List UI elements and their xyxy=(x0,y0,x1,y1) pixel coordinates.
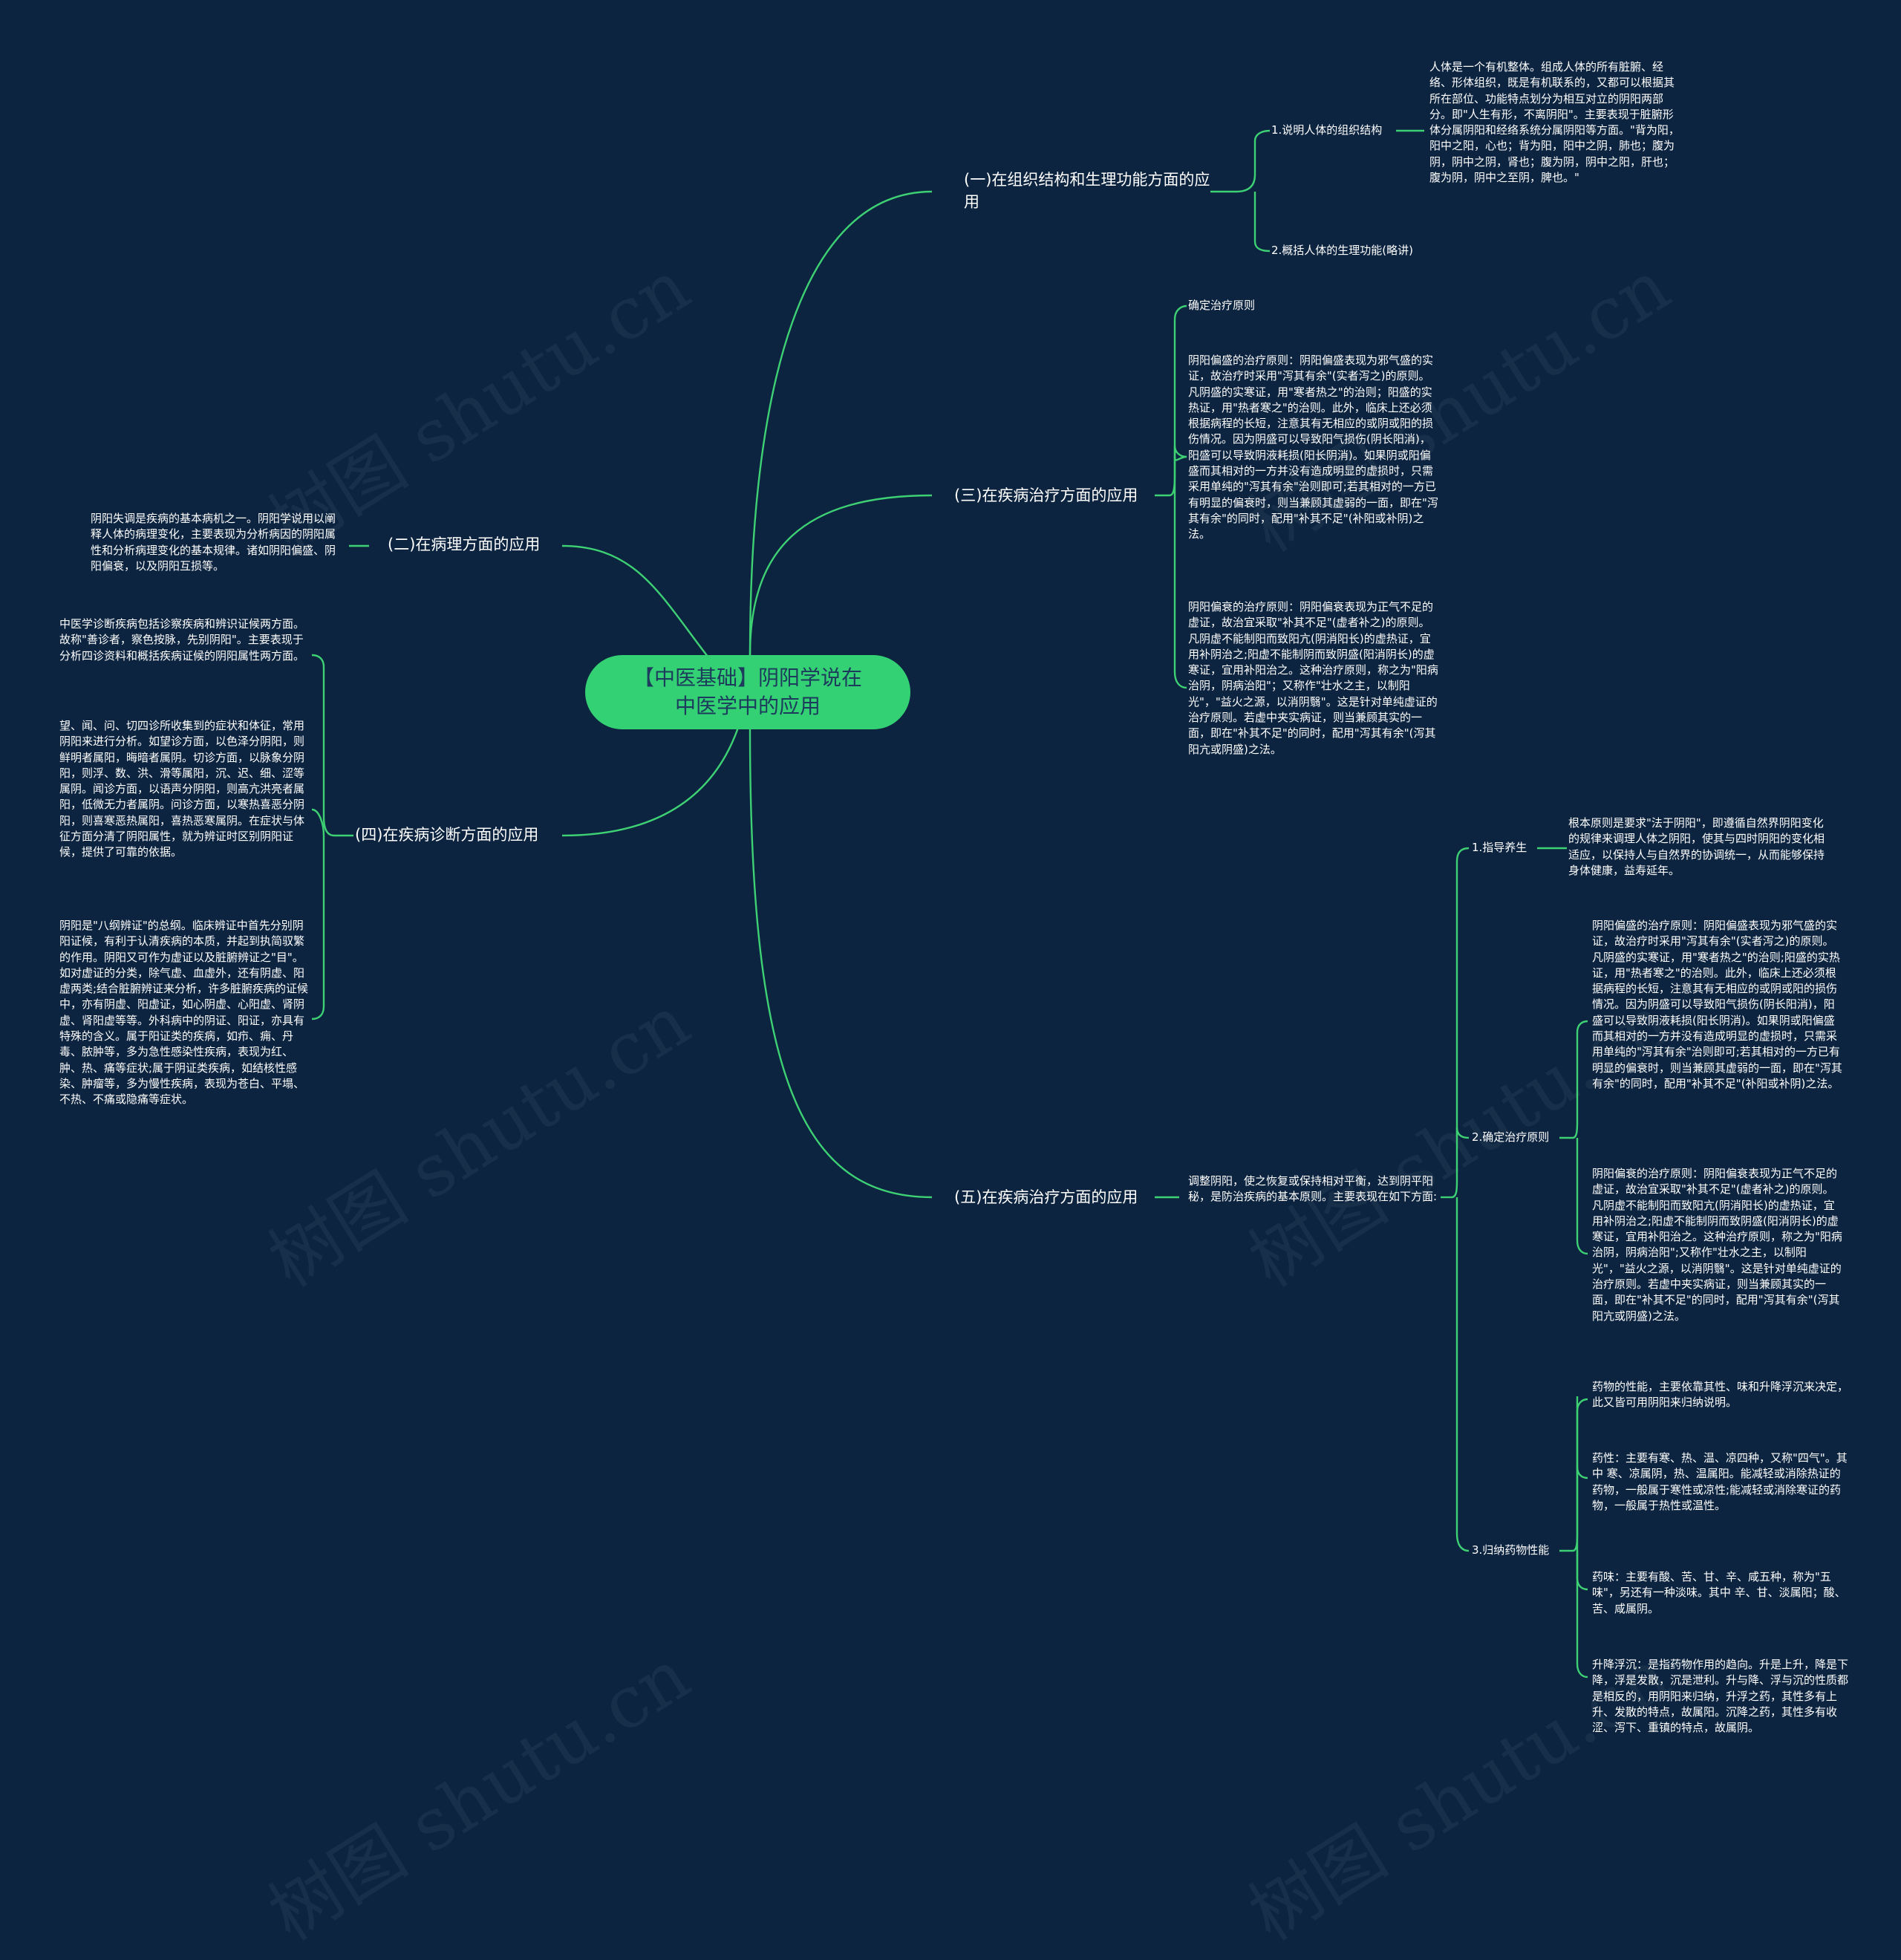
leaf-drug-overview: 药物的性能，主要依靠其性、味和升降浮沉来决定，此又皆可用阴阳来归纳说明。 xyxy=(1592,1380,1849,1410)
connector-branch4-bracket xyxy=(311,654,335,837)
sub-drug-properties[interactable]: 3.归纳药物性能 xyxy=(1472,1543,1568,1558)
leaf-diagnosis-overview: 中医学诊断疾病包括诊察疾病和辨识证候两方面。故称"善诊者，察色按脉，先别阴阳"。… xyxy=(59,617,305,662)
root-node[interactable]: 【中医基础】阴阳学说在中医学中的应用 xyxy=(585,655,910,729)
branch-label: (四)在疾病诊断方面的应用 xyxy=(355,826,539,844)
branch-organization-function[interactable]: (一)在组织结构和生理功能方面的应用 xyxy=(964,169,1216,213)
leaf-pathology-text: 阴阳失调是疾病的基本病机之一。阴阳学说用以阐释人体的病理变化，主要表现为分析病因… xyxy=(91,512,336,573)
sub-physiology[interactable]: 2.概括人体的生理功能(略讲) xyxy=(1271,243,1442,258)
sub-health-preservation[interactable]: 1.指导养生 xyxy=(1472,840,1546,856)
branch-label: (一)在组织结构和生理功能方面的应用 xyxy=(964,171,1210,211)
sub-label: 1.指导养生 xyxy=(1472,841,1527,854)
branch-treatment-5[interactable]: (五)在疾病治疗方面的应用 xyxy=(954,1186,1177,1208)
leaf-b5-excess-treatment: 阴阳偏盛的治疗原则：阴阳偏盛表现为邪气盛的实证，故治疗时采用"泻其有余"(实者泻… xyxy=(1592,919,1842,1090)
sub-label: 1.说明人体的组织结构 xyxy=(1271,123,1383,137)
root-title: 【中医基础】阴阳学说在中医学中的应用 xyxy=(633,665,862,718)
branch-label: (五)在疾病治疗方面的应用 xyxy=(954,1188,1138,1206)
leaf-four-examinations: 望、闻、问、切四诊所收集到的症状和体征，常用阴阳来进行分析。如望诊方面，以色泽分… xyxy=(59,719,305,859)
leaf-drug-nature: 药性：主要有寒、热、温、凉四种，又称"四气"。其中 寒、凉属阴，热、温属阳。能减… xyxy=(1592,1451,1848,1512)
sub-treatment-principle[interactable]: 2.确定治疗原则 xyxy=(1472,1130,1568,1145)
leaf-health-preservation-text: 根本原则是要求"法于阴阳"，即遵循自然界阴阳变化的规律来调理人体之阴阳，使其与四… xyxy=(1568,816,1825,877)
leaf-adjust-yin-yang: 调整阴阳，使之恢复或保持相对平衡，达到阴平阳秘，是防治疾病的基本原则。主要表现在… xyxy=(1188,1174,1438,1204)
connector-b5-sub2-bracket xyxy=(1572,1020,1588,1139)
leaf-excess-treatment: 阴阳偏盛的治疗原则：阴阳偏盛表现为邪气盛的实证，故治疗时采用"泻其有余"(实者泻… xyxy=(1188,354,1438,541)
branch-diagnosis[interactable]: (四)在疾病诊断方面的应用 xyxy=(355,824,578,846)
leaf-b5-deficiency-treatment: 阴阳偏衰的治疗原则：阴阳偏衰表现为正气不足的虚证，故治宜采取"补其不足"(虚者补… xyxy=(1592,1167,1842,1323)
connector-branch3-bracket3 xyxy=(1173,495,1187,689)
connector-branch5-bracket xyxy=(1451,847,1470,1199)
connector-branch5-bracket3 xyxy=(1455,1197,1470,1552)
leaf-eight-principles: 阴阳是"八纲辨证"的总纲。临床辨证中首先分别阴阳证候，有利于认清疾病的本质，并起… xyxy=(59,919,309,1107)
connector-b5-sub3-bracket2 xyxy=(1576,1466,1588,1479)
connector-root-branch3 xyxy=(749,494,933,656)
sub-label: 2.确定治疗原则 xyxy=(1472,1130,1550,1144)
sub-label: 3.归纳药物性能 xyxy=(1472,1543,1550,1557)
leaf-organization-structure-text: 人体是一个有机整体。组成人体的所有脏腑、经络、形体组织，既是有机联系的，又都可以… xyxy=(1429,60,1680,185)
leaf-treatment-principle: 确定治疗原则 xyxy=(1188,299,1256,312)
connector-b5-sub3-bracket4 xyxy=(1576,1551,1588,1679)
connector-branch4-bracket3 xyxy=(311,836,325,1020)
connector-branch3-bracket xyxy=(1169,305,1187,497)
connector-b5-sub3-bracket3 xyxy=(1576,1551,1588,1591)
mindmap-connectors xyxy=(311,129,1588,1679)
connector-branch3-bracket4 xyxy=(1173,455,1187,461)
connector-branch4-bracket2 xyxy=(311,808,325,836)
branch-label: (二)在病理方面的应用 xyxy=(388,535,541,553)
sub-label: 2.概括人体的生理功能(略讲) xyxy=(1271,244,1414,257)
leaf-drug-direction: 升降浮沉：是指药物作用的趋向。升是上升，降是下降，浮是发散，沉是泄利。升与降、浮… xyxy=(1592,1658,1849,1735)
connector-root-branch4 xyxy=(561,697,748,837)
connector-branch1-bracket xyxy=(1236,129,1271,193)
branch-label: (三)在疾病治疗方面的应用 xyxy=(954,486,1138,504)
sub-organization-structure[interactable]: 1.说明人体的组织结构 xyxy=(1271,123,1398,138)
connector-b5-sub2-bracket2 xyxy=(1576,1138,1588,1255)
connector-branch5-bracket2 xyxy=(1455,1127,1470,1139)
connector-root-branch5 xyxy=(749,729,933,1199)
leaf-deficiency-treatment: 阴阳偏衰的治疗原则：阴阳偏衰表现为正气不足的虚证，故治宜采取"补其不足"(虚者补… xyxy=(1188,600,1438,756)
connector-branch1-bracket2 xyxy=(1253,192,1271,253)
leaf-drug-flavor: 药味：主要有酸、苦、甘、辛、咸五种，称为"五味"，另还有一种淡味。其中 辛、甘、… xyxy=(1592,1570,1846,1615)
connector-root-branch1 xyxy=(749,190,933,656)
branch-pathology[interactable]: (二)在病理方面的应用 xyxy=(388,533,566,556)
branch-treatment-3[interactable]: (三)在疾病治疗方面的应用 xyxy=(954,484,1177,507)
